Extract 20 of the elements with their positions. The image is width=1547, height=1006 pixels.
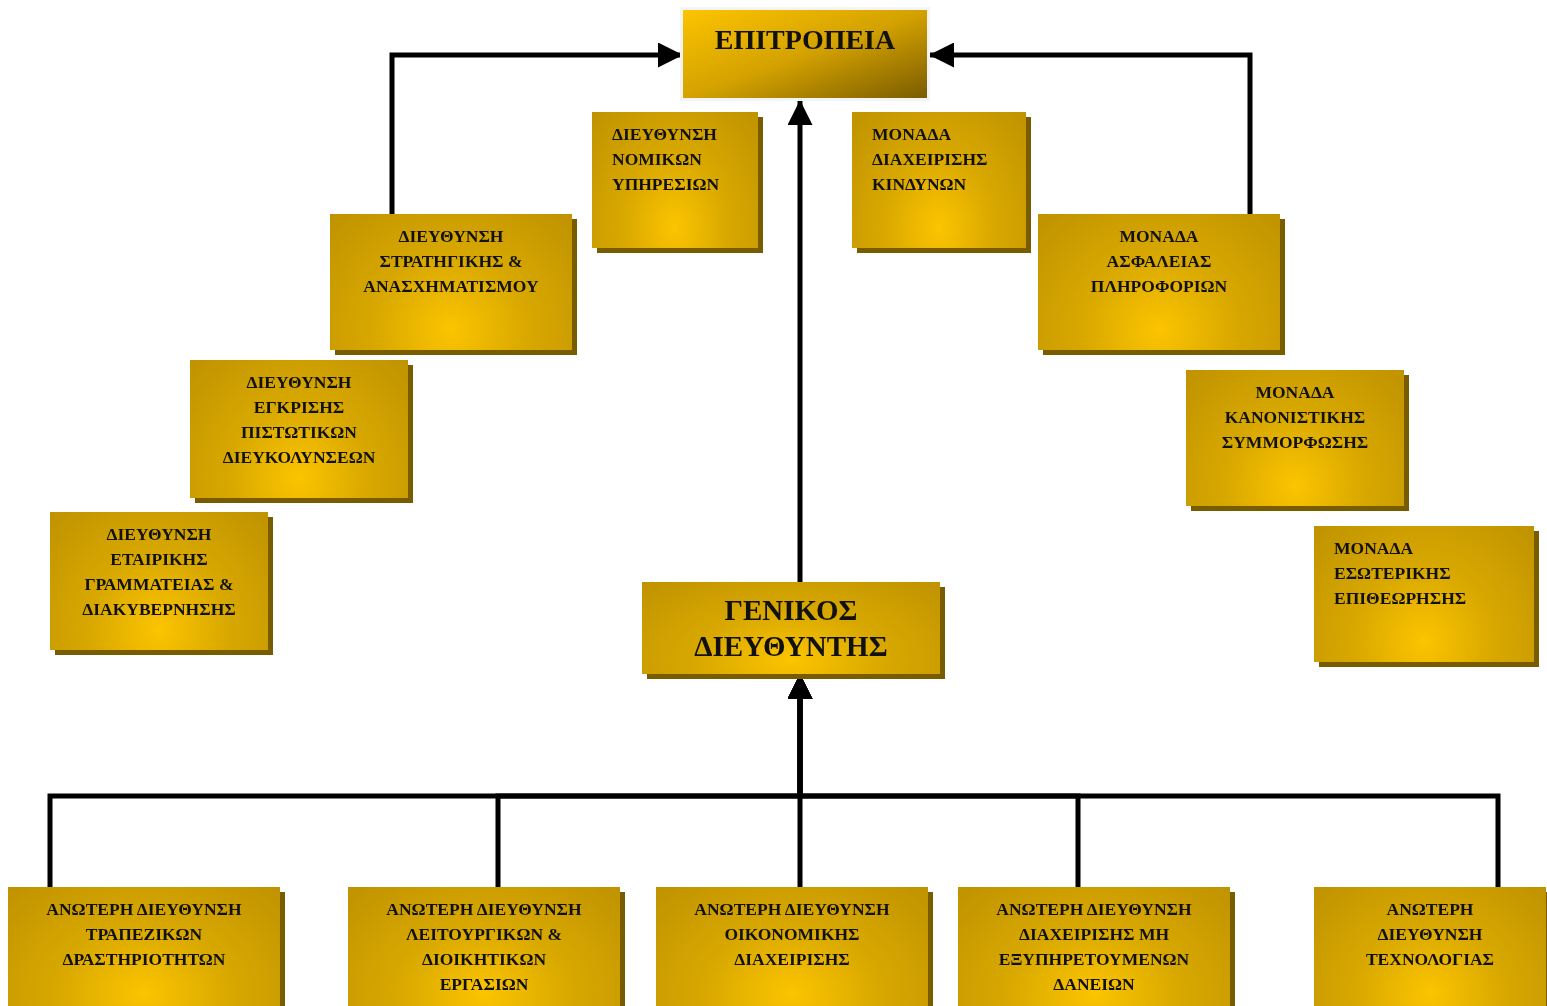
unit-title: ΑΝΩΤΕΡΗ ΔΙΕΥΘΥΝΣΗ ΛΕΙΤΟΥΡΓΙΚΩΝ & ΔΙΟΙΚΗΤΙΚΩΝ ΕΡΓΑΣΙΩΝ bbox=[385, 898, 583, 996]
unit-title: ΔΙΕΥΘΥΝΣΗ ΕΤΑΙΡΙΚΗΣ ΓΡΑΜΜΑΤΕΙΑΣ & ΔΙΑΚΥΒΕΡΝΗΣΗΣ bbox=[81, 523, 237, 621]
unit-title: ΑΝΩΤΕΡΗ ΔΙΕΥΘΥΝΣΗ ΔΙΑΧΕΙΡΙΣΗΣ ΜΗ ΕΞΥΠΗΡΕΤΟΥΜΕΝΩΝ ΔΑΝΕΙΩΝ bbox=[995, 898, 1193, 996]
unit-title: ΕΠΙΤΡΟΠΕΙΑ bbox=[713, 23, 897, 57]
unit-title: ΔΙΕΥΘΥΝΣΗ ΕΓΚΡΙΣΗΣ ΠΙΣΤΩΤΙΚΩΝ ΔΙΕΥΚΟΛΥΝΣΕΩΝ bbox=[221, 371, 377, 469]
unit-title: ΔΙΕΥΘΥΝΣΗ ΝΟΜΙΚΩΝ ΥΠΗΡΕΣΙΩΝ bbox=[611, 123, 721, 196]
arrow bbox=[929, 42, 1253, 214]
arrow bbox=[787, 100, 813, 582]
unit-title: ΜΟΝΑΔΑ ΔΙΑΧΕΙΡΙΣΗΣ ΚΙΝΔΥΝΩΝ bbox=[871, 123, 989, 196]
unit-title: ΑΝΩΤΕΡΗ ΔΙΕΥΘΥΝΣΗ ΟΙΚΟΝΟΜΙΚΗΣ ΔΙΑΧΕΙΡΙΣΗΣ bbox=[693, 898, 891, 971]
unit-title: ΜΟΝΑΔΑ ΕΣΩΤΕΡΙΚΗΣ ΕΠΙΘΕΩΡΗΣΗΣ bbox=[1333, 537, 1468, 610]
unit-title: ΑΝΩΤΕΡΗ ΔΙΕΥΘΥΝΣΗ ΤΕΧΝΟΛΟΓΙΑΣ bbox=[1364, 898, 1496, 971]
arrow bbox=[389, 42, 683, 214]
org-unit-box bbox=[683, 10, 927, 98]
org-unit-box bbox=[1314, 887, 1546, 1006]
unit-title: ΔΙΕΥΘΥΝΣΗ ΣΤΡΑΤΗΓΙΚΗΣ & ΑΝΑΣΧΗΜΑΤΙΣΜΟΥ bbox=[362, 225, 540, 298]
unit-title: ΜΟΝΑΔΑ ΑΣΦΑΛΕΙΑΣ ΠΛΗΡΟΦΟΡΙΩΝ bbox=[1089, 225, 1229, 298]
unit-title: ΜΟΝΑΔΑ ΚΑΝΟΝΙΣΤΙΚΗΣ ΣΥΜΜΟΡΦΩΣΗΣ bbox=[1220, 381, 1370, 454]
unit-title: ΓΕΝΙΚΟΣ ΔΙΕΥΘΥΝΤΗΣ bbox=[693, 593, 889, 664]
unit-title: ΑΝΩΤΕΡΗ ΔΙΕΥΘΥΝΣΗ ΤΡΑΠΕΖΙΚΩΝ ΔΡΑΣΤΗΡΙΟΤΗΤΩΝ bbox=[45, 898, 243, 971]
